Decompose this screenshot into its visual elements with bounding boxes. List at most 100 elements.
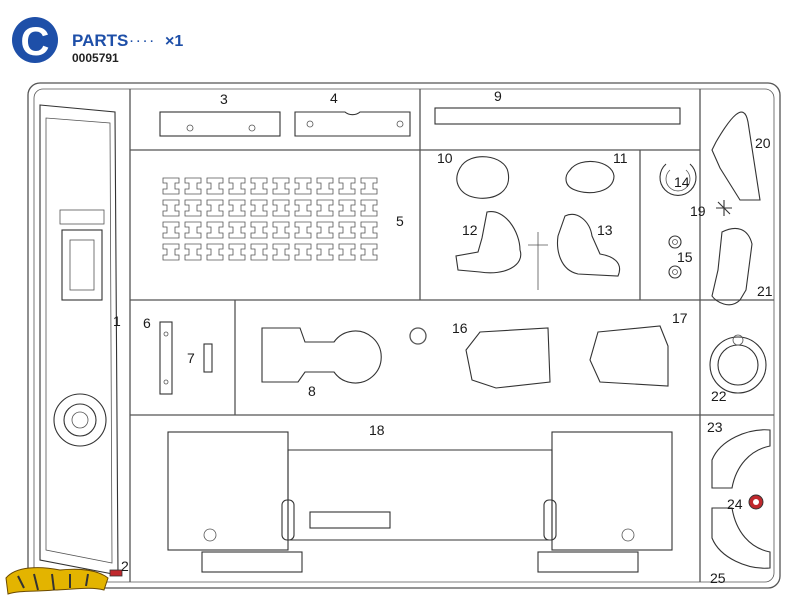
part-number-label-19: 19 [690,203,706,219]
part-number-label-24: 24 [727,496,743,512]
part-number-label-7: 7 [187,350,195,366]
part-number-label-16: 16 [452,320,468,336]
track-link [294,243,312,261]
part-number-label-8: 8 [308,383,316,399]
part-18-floor-assembly [167,431,673,573]
part-8-keyhole-plate [261,327,382,384]
track-link [228,177,246,195]
part-number-label-10: 10 [437,150,453,166]
track-link [228,221,246,239]
part-20-bracket [711,111,761,201]
part-12-body [455,211,522,274]
header: C PARTS · · · · ×1 0005791 [0,0,800,80]
track-link [206,243,224,261]
part-4-plate [294,111,411,137]
part-number-label-3: 3 [220,91,228,107]
part-22-cupola-ring [709,334,767,394]
sheet-letter: C [21,20,50,64]
track-link [316,221,334,239]
track-link [294,199,312,217]
track-link [184,221,202,239]
track-link [272,177,290,195]
track-link [294,177,312,195]
parts-title: PARTS [72,31,128,50]
part-23-fender [711,429,771,489]
track-link [250,199,268,217]
part-number-label-20: 20 [755,135,771,151]
track-link [360,221,378,239]
part-7-clamp [203,343,213,373]
part-2-small-tab [109,569,123,577]
track-link [184,199,202,217]
track-link [206,221,224,239]
track-link [162,199,180,217]
part-number-label-25: 25 [710,570,726,586]
part-number-label-18: 18 [369,422,385,438]
part-number-label-15: 15 [677,249,693,265]
parts-dots: · · · · [130,36,154,48]
track-link [316,177,334,195]
track-link [338,177,356,195]
track-link [316,199,334,217]
part-3-plate [159,111,281,137]
track-link [316,243,334,261]
part-11-head [565,160,615,194]
track-link [184,243,202,261]
tiger-logo [5,567,109,595]
part-code: 0005791 [72,51,119,65]
track-link [360,177,378,195]
track-link [162,177,180,195]
part-1-side-panel [39,104,119,576]
part-24-red-knob [748,494,764,510]
part-5-track-links [162,177,378,261]
part-number-label-21: 21 [757,283,773,299]
sprue-outer-frame [27,82,781,589]
sheet-letter-badge [12,17,58,63]
track-link [294,221,312,239]
track-link [184,177,202,195]
part-14-ring [659,163,697,196]
track-link [360,243,378,261]
track-link [250,243,268,261]
track-link [162,221,180,239]
part-21-bracket [711,227,753,306]
track-link [206,199,224,217]
runner-grid [129,89,774,582]
part-number-label-13: 13 [597,222,613,238]
parts-quantity: ×1 [165,33,183,50]
part-9-strip [434,107,681,125]
part-number-label-6: 6 [143,315,151,331]
part-number-label-17: 17 [672,310,688,326]
part-number-label-4: 4 [330,90,338,106]
part-15-washers [668,235,682,279]
part-number-label-14: 14 [674,174,690,190]
track-link [338,243,356,261]
track-link [228,199,246,217]
part-number-label-23: 23 [707,419,723,435]
part-number-label-12: 12 [462,222,478,238]
track-link [272,243,290,261]
part-10-head [456,156,510,199]
part-25-fender [711,507,771,569]
track-link [250,221,268,239]
track-link [272,221,290,239]
part-13-body [556,214,620,277]
part-17-plate [589,325,669,387]
part-number-label-2: 2 [121,558,129,574]
track-link [272,199,290,217]
sprue-inner-frame [33,88,775,583]
track-link [228,243,246,261]
part-19-clip [716,200,732,216]
track-link [338,199,356,217]
part-number-label-9: 9 [494,88,502,104]
part-16-plate [465,327,551,389]
part-number-label-5: 5 [396,213,404,229]
part-number-label-11: 11 [613,150,628,166]
track-link [250,177,268,195]
track-link [360,199,378,217]
track-link [206,177,224,195]
part-6-bar [159,321,173,395]
part-number-label-1: 1 [113,313,121,329]
track-link [338,221,356,239]
